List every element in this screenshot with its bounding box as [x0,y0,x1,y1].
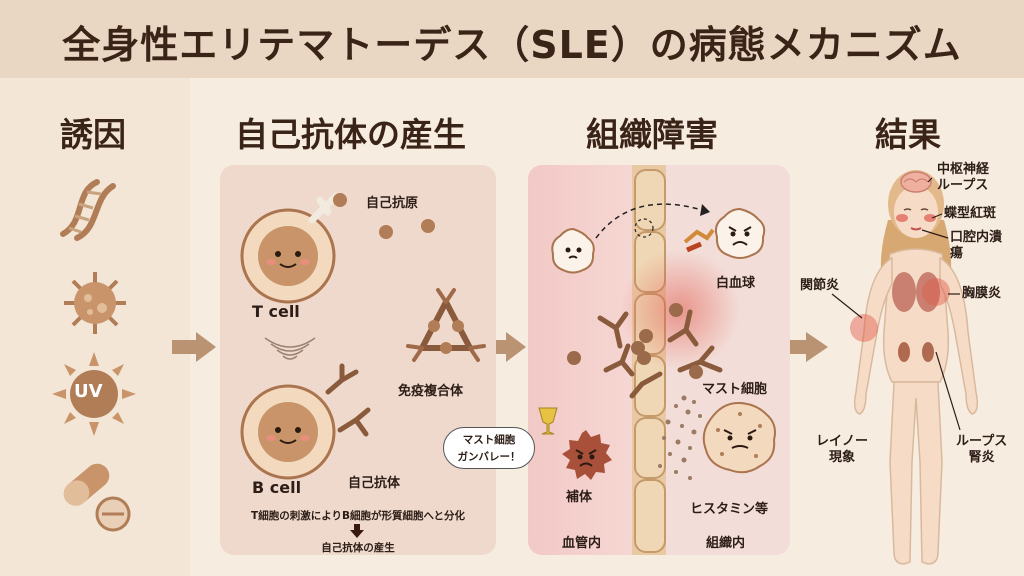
immune-complex-label: 免疫複合体 [398,384,464,399]
cns-lupus-label: 中枢神経ループス [937,162,990,193]
uv-sun-icon [52,352,136,436]
flow-arrow-2 [482,332,526,362]
autoantibody-production-label: 自己抗体の産生 [321,542,395,554]
oral-ulcer-label: 口腔内潰瘍 [950,230,1003,261]
section-autoantibody-label: 自己抗体の産生 [235,115,466,154]
mast-cell-icon [702,401,776,474]
t-cell-icon [240,208,336,304]
uv-text: UV [74,381,103,402]
bubble-line-2: ガンバレー！ [457,451,521,463]
flow-arrow-1 [172,332,216,362]
cup-icon [538,407,558,435]
antigen-label: 自己抗原 [366,196,419,211]
b-cell-antibody-icon [325,363,371,437]
antigen-icon [333,193,435,239]
butterfly-rash-label: 蝶型紅斑 [944,206,997,221]
bubble-line-1: マスト細胞 [462,434,516,446]
t-cell-label: T cell [252,302,300,321]
complement-label: 補体 [566,490,593,505]
signal-waves-icon [264,337,316,360]
tissue-inside-label: 組織内 [706,536,746,551]
flow-arrow-3 [778,332,828,362]
section-result-label: 結果 [875,115,941,154]
complement-icon [562,430,612,480]
autoantibody-label: 自己抗体 [348,476,401,491]
arthritis-label: 関節炎 [800,278,840,293]
histamine-label: ヒスタミン等 [690,502,769,517]
migration-path-icon [595,203,710,239]
mast-cell-label: マスト細胞 [702,382,768,397]
b-cell-icon [240,384,336,480]
wbc-in-vessel-icon [551,227,595,274]
vessel-inside-label: 血管内 [562,536,602,551]
b-cell-label: B cell [252,478,302,497]
raynaud-label: レイノー現象 [816,434,869,465]
mast-cell-speech-bubble: マスト細胞 ガンバレー！ [443,427,535,469]
dna-icon [60,179,116,241]
section-cause-label: 誘因 [60,115,126,154]
attack-effect-icon [683,228,715,253]
pill-icon [63,463,131,532]
lupus-nephritis-label: ループス腎炎 [956,434,1008,465]
wbc-label: 白血球 [716,276,756,291]
vessel-area [528,165,638,555]
virus-icon [64,272,126,334]
pleuritis-label: 胸膜炎 [962,286,1002,301]
human-body-figure [850,170,979,565]
differentiation-note: T細胞の刺激によりB細胞が形質細胞へと分化 [251,510,465,522]
endothelial-cell [634,417,666,479]
endothelial-cell [634,479,666,553]
page-title: 全身性エリテマトーデス（SLE）の病態メカニズム [62,23,962,67]
wbc-angry-icon [714,207,766,259]
down-arrow-icon [350,524,364,538]
antibody-cluster-icon [567,303,723,399]
section-tissue-label: 組織障害 [586,115,718,154]
immune-complex-icon [406,288,486,362]
histamine-dots-icon [658,395,702,480]
header-bar [0,0,1024,78]
